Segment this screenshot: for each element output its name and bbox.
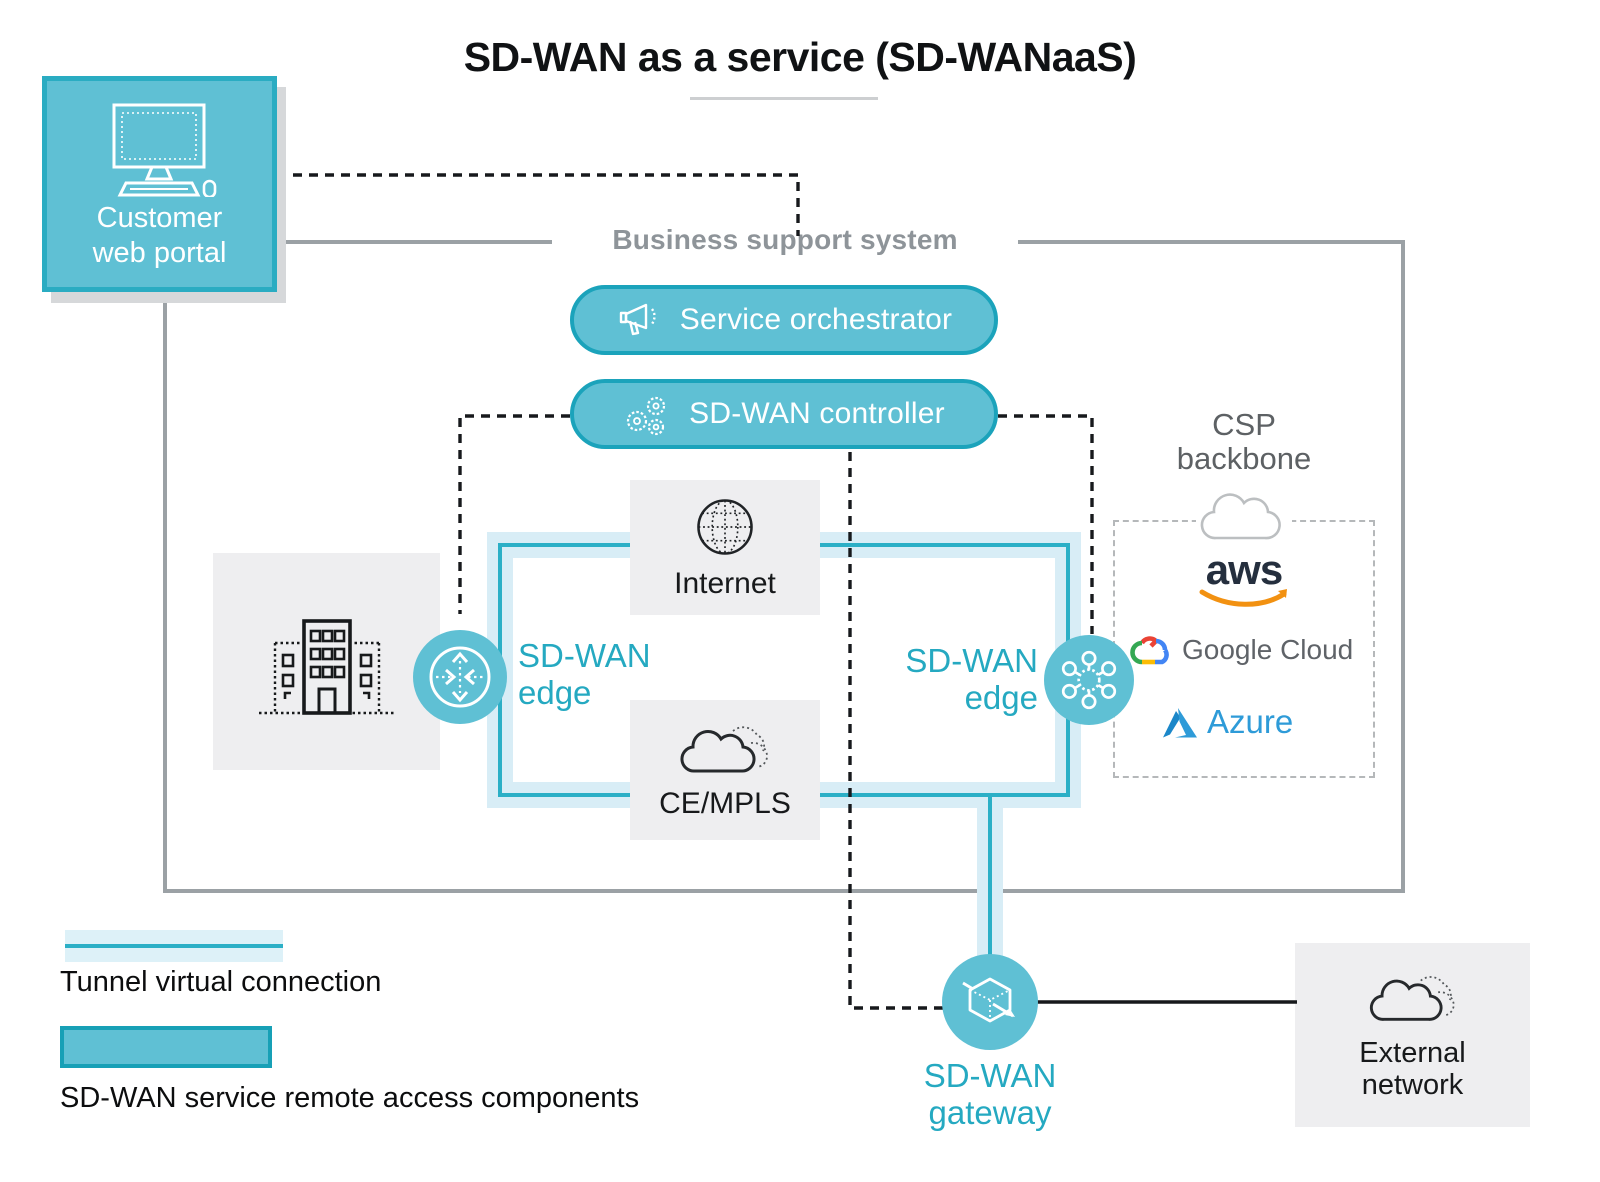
building-icon	[258, 618, 395, 715]
external-network-box: External network	[1295, 943, 1530, 1127]
title-underline	[690, 97, 878, 100]
cloud-icon	[1369, 975, 1455, 1021]
google-cloud-icon	[1130, 636, 1169, 665]
sdwan-edge-left-node	[413, 630, 507, 724]
ce-mpls-label: CE/MPLS	[659, 787, 791, 820]
legend-tunnel-label: Tunnel virtual connection	[60, 966, 382, 998]
legend-components-label: SD-WAN service remote access components	[60, 1082, 640, 1114]
azure-text: Azure	[1207, 703, 1294, 740]
megaphone-icon	[619, 303, 656, 336]
gears-icon	[627, 396, 666, 436]
sdwan-controller-node: SD-WAN controller	[570, 379, 998, 449]
ce-mpls-box: CE/MPLS	[630, 700, 820, 840]
customer-web-portal-node: Customer web portal	[42, 76, 277, 292]
customer-web-portal-label: Customer web portal	[92, 202, 227, 270]
cube-icon	[962, 977, 1015, 1023]
legend-components-swatch	[60, 1026, 272, 1068]
sdwan-gateway-label: SD-WAN gateway	[923, 1057, 1057, 1131]
internet-box: Internet	[630, 480, 820, 615]
cloud-icon	[680, 726, 768, 773]
service-orchestrator-label: Service orchestrator	[679, 303, 953, 336]
csp-backbone-label: CSP backbone	[1176, 407, 1312, 477]
internet-label: Internet	[674, 566, 776, 600]
business-support-system-header: Business support system	[552, 220, 1018, 260]
aws-logo: aws	[1190, 546, 1298, 615]
service-orchestrator-node: Service orchestrator	[570, 285, 998, 355]
sdwan-gateway-node	[942, 954, 1038, 1050]
computer-icon	[112, 103, 216, 197]
google-cloud-logo: Google Cloud	[1128, 634, 1353, 666]
sdwan-edge-right-node	[1044, 635, 1134, 725]
sdwan-edge-right-label: SD-WAN edge	[905, 642, 1038, 716]
legend-tunnel-line	[65, 944, 283, 948]
customer-site-box	[213, 553, 440, 770]
legend-tunnel-swatch	[65, 930, 283, 962]
business-support-system-label: Business support system	[612, 224, 958, 255]
router-icon	[429, 646, 491, 708]
azure-logo: Azure	[1162, 703, 1293, 741]
azure-icon	[1163, 707, 1197, 737]
sdwan-controller-label: SD-WAN controller	[689, 397, 945, 430]
svg-text:aws: aws	[1206, 548, 1282, 593]
external-network-label: External network	[1359, 1036, 1466, 1101]
globe-icon	[697, 498, 753, 555]
page-title: SD-WAN as a service (SD-WANaaS)	[463, 34, 1137, 80]
csp-cloud-icon	[1200, 493, 1281, 540]
sdwan-edge-left-label: SD-WAN edge	[518, 637, 651, 711]
google-cloud-text: Google Cloud	[1182, 634, 1354, 665]
hub-icon	[1061, 650, 1117, 710]
